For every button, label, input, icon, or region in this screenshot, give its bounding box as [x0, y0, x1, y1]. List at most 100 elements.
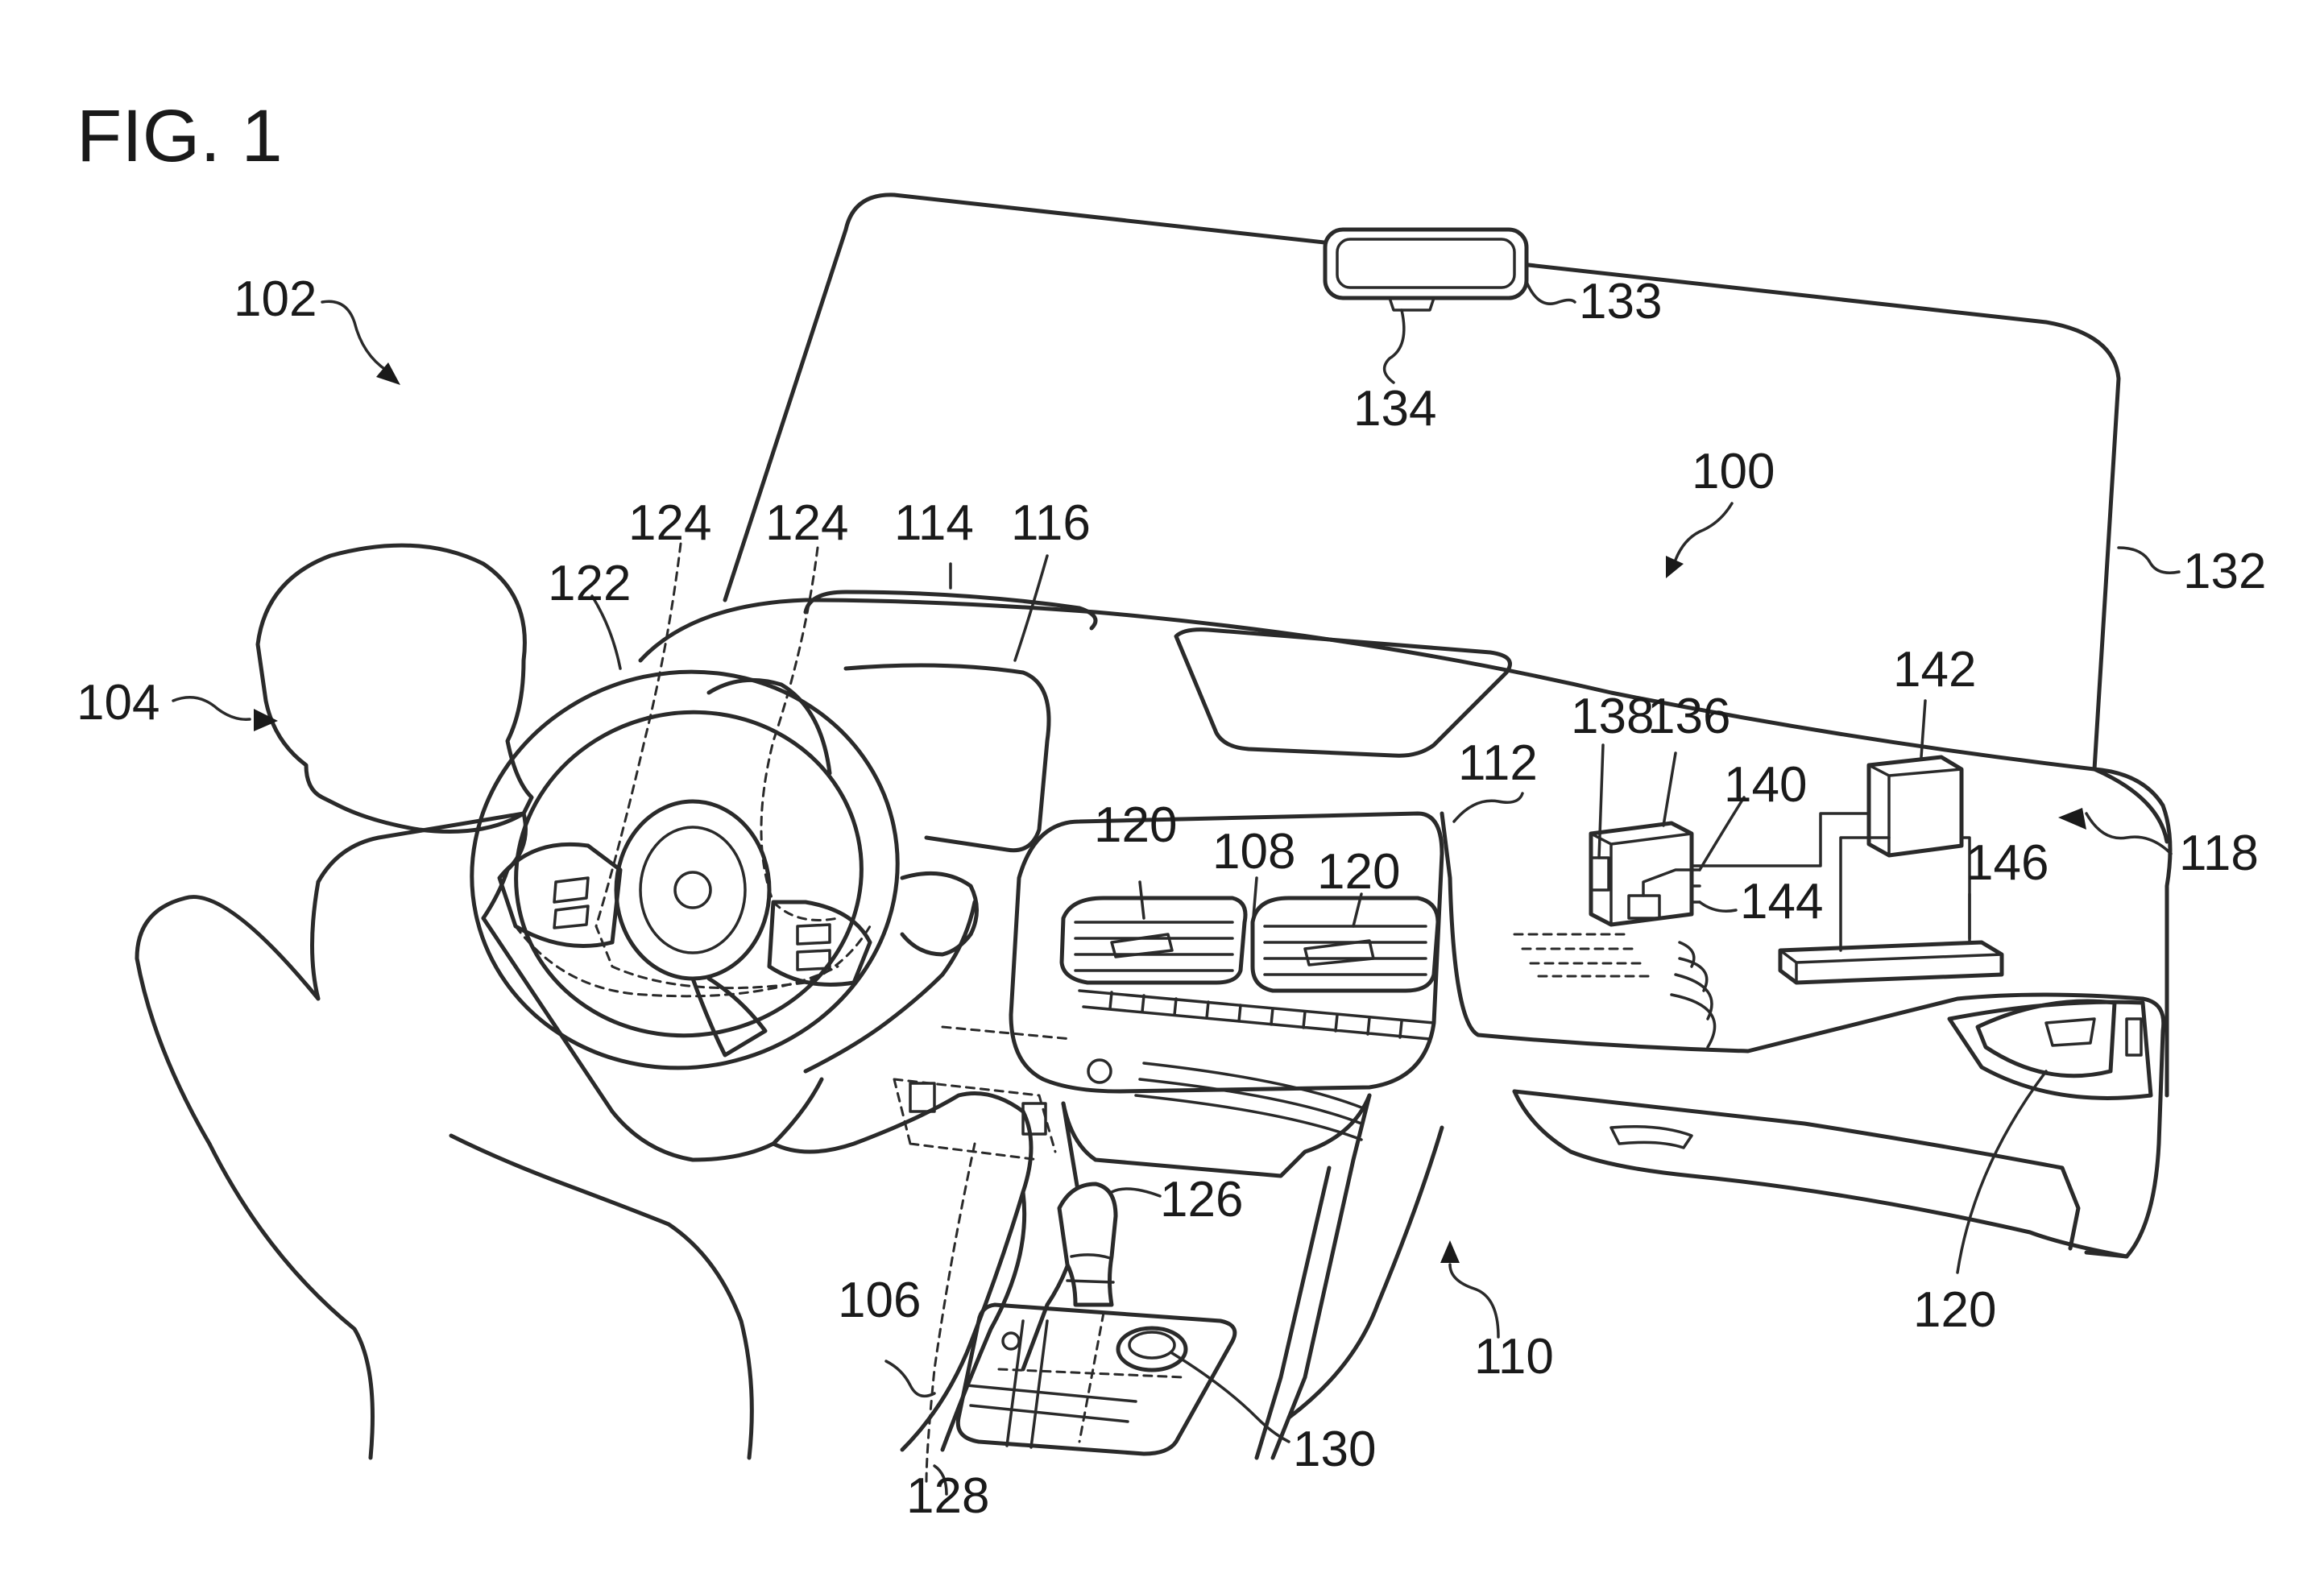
- air-vent-center-right-tab: [1303, 939, 1375, 967]
- driver-leg: [771, 1091, 1034, 1452]
- dashboard-right-edge: [2092, 767, 2173, 1098]
- driver-arm: [481, 916, 824, 1162]
- tunnel-right-side: [1254, 1165, 1332, 1460]
- connection-136-142: [1690, 812, 1870, 867]
- air-vent-right-inner: [2044, 1017, 2096, 1047]
- leader-128: [933, 1464, 948, 1496]
- leader-108: [1251, 876, 1258, 928]
- leader-120c: [1956, 1070, 2048, 1274]
- console-button: [1001, 1331, 1021, 1351]
- leader-142: [1920, 699, 1927, 759]
- arrow-118-head: [2058, 808, 2086, 830]
- label-120a: 120: [1094, 797, 1177, 853]
- label-104: 104: [77, 675, 159, 731]
- steering-wheel-left-buttons: [553, 876, 590, 929]
- steering-sensor-ring: [514, 925, 839, 998]
- steering-wheel-left-spoke: [497, 842, 623, 948]
- volume-knob: [1087, 1058, 1112, 1084]
- arrow-110-lead: [1448, 1263, 1500, 1339]
- steering-wheel-right-buttons: [796, 923, 831, 971]
- label-102: 102: [234, 271, 317, 327]
- label-130: 130: [1293, 1422, 1376, 1477]
- label-108: 108: [1212, 824, 1295, 880]
- dashboard-body: [1440, 811, 2166, 1259]
- leader-106: [884, 1360, 936, 1398]
- center-console-panel: [1009, 811, 1444, 1094]
- leader-138: [1597, 743, 1605, 859]
- label-138: 138: [1571, 689, 1654, 744]
- driver-arm-lower: [803, 900, 977, 1074]
- sensor-140-lead: [1642, 868, 1701, 897]
- steering-wheel-bottom-spoke: [690, 976, 768, 1058]
- sensor-bar-146: [1778, 940, 2004, 985]
- leader-120a: [1138, 880, 1145, 920]
- label-126: 126: [1160, 1172, 1243, 1227]
- tunnel-far-right: [1286, 1125, 1444, 1420]
- arrow-100-head: [1666, 556, 1684, 578]
- pedal-left: [909, 1082, 936, 1113]
- label-120b: 120: [1317, 844, 1400, 900]
- label-116: 116: [1011, 495, 1091, 551]
- arrow-110-head: [1440, 1240, 1460, 1263]
- glovebox: [1512, 1089, 2081, 1251]
- leader-133: [1525, 280, 1576, 305]
- leader-126: [1110, 1187, 1162, 1198]
- arrow-118-lead: [2085, 812, 2173, 855]
- pedal-sensor-line: [925, 1142, 976, 1484]
- leader-122: [590, 594, 622, 670]
- control-unit-136-edges: [1589, 832, 1693, 926]
- gear-selector: [1057, 1182, 1118, 1307]
- connection-142-146-left: [1839, 836, 1891, 952]
- idrive-controller-top: [1128, 1331, 1176, 1360]
- leader-132: [2117, 546, 2181, 574]
- label-146: 146: [1966, 835, 2049, 891]
- steering-wheel-logo: [673, 871, 712, 909]
- dashboard-top: [638, 598, 2169, 844]
- rear-view-mirror-inner: [1336, 238, 1516, 289]
- driver-torso-front: [449, 1133, 754, 1460]
- pedal-area-outline: [893, 1025, 1073, 1161]
- steering-sensor-line-right: [760, 546, 839, 921]
- label-106: 106: [838, 1273, 921, 1328]
- central-display-recess: [1174, 627, 1512, 758]
- label-140: 140: [1724, 757, 1807, 813]
- label-124a: 124: [628, 495, 711, 551]
- leader-112: [1452, 792, 1524, 823]
- console-tray-grid: [965, 1319, 1137, 1449]
- leader-140: [1698, 796, 1746, 871]
- console-tray: [955, 1302, 1237, 1456]
- glovebox-handle: [1609, 1125, 1693, 1149]
- label-120c: 120: [1913, 1282, 1996, 1338]
- arrow-102-head: [376, 362, 400, 385]
- gear-selector-detail: [1066, 1253, 1115, 1284]
- leader-130: [1170, 1352, 1290, 1443]
- label-114: 114: [894, 495, 974, 551]
- leader-134: [1382, 308, 1406, 384]
- label-112: 112: [1458, 735, 1538, 791]
- camera-mount: [1388, 296, 1435, 312]
- leader-120b: [1352, 892, 1363, 928]
- label-124b: 124: [765, 495, 848, 551]
- sound-waves: [1670, 941, 1717, 1049]
- label-100: 100: [1692, 444, 1775, 499]
- steering-wheel-outer: [470, 669, 900, 1070]
- climate-buttons: [1078, 989, 1435, 1041]
- windshield: [723, 192, 2121, 772]
- steering-wheel-hub-inner: [639, 826, 747, 954]
- center-tunnel: [1061, 1093, 1372, 1178]
- label-142: 142: [1893, 642, 1976, 698]
- idrive-controller: [1116, 1326, 1188, 1372]
- arrow-104-head: [254, 709, 278, 731]
- label-134: 134: [1353, 381, 1436, 437]
- figure-title: FIG. 1: [77, 95, 283, 177]
- leader-136: [1662, 751, 1677, 827]
- driver-leg-inner: [940, 1190, 1027, 1452]
- label-132: 132: [2183, 544, 2266, 599]
- media-slot: [1134, 1062, 1363, 1141]
- leader-144: [1698, 900, 1738, 913]
- label-122: 122: [548, 556, 631, 611]
- arrow-102-lead: [321, 300, 388, 372]
- driver-head: [255, 543, 534, 834]
